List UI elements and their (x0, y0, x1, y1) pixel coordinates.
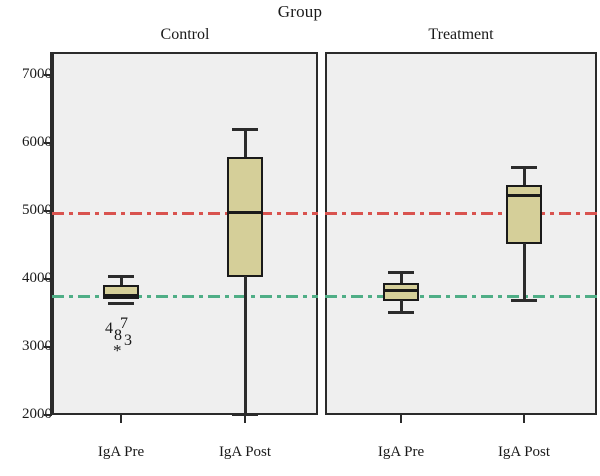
x-tick-mark-treatment-post (523, 415, 525, 423)
median-line (383, 289, 419, 292)
reference-line-green-control (52, 295, 318, 298)
whisker-upper-cap (388, 271, 414, 274)
outlier-label-8: 8 (114, 327, 122, 344)
median-line (227, 211, 263, 214)
whisker-lower-line (244, 276, 247, 415)
whisker-upper-line (120, 276, 123, 286)
y-tick-label-6000: 6000 (22, 134, 52, 150)
chart-title: Group (277, 2, 323, 21)
whisker-upper-cap (232, 128, 258, 131)
x-tick-mark-control-pre (120, 415, 122, 423)
x-tick-mark-control-post (244, 415, 246, 423)
whisker-upper-line (400, 272, 403, 284)
panel-control (52, 52, 318, 415)
whisker-upper-cap (108, 275, 134, 278)
y-tick-mark-6000 (44, 142, 52, 144)
y-tick-label-2000: 2000 (22, 406, 52, 422)
box (227, 157, 263, 277)
panel-treatment (325, 52, 597, 415)
y-tick-label-7000: 7000 (22, 66, 52, 82)
x-tick-label-treatment-pre: IgA Pre (377, 444, 425, 460)
x-tick-label-treatment-post: IgA Post (497, 444, 551, 460)
reference-line-red-treatment (325, 212, 597, 215)
y-tick-mark-3000 (44, 346, 52, 348)
whisker-lower-line (400, 300, 403, 312)
x-tick-mark-treatment-pre (400, 415, 402, 423)
outlier-label-4: 4 (105, 320, 113, 337)
whisker-lower-cap (108, 302, 134, 305)
reference-line-red-control (52, 212, 318, 215)
y-tick-mark-2000 (44, 414, 52, 416)
outlier-label-star: * (113, 341, 122, 360)
box (383, 283, 419, 301)
y-tick-label-5000: 5000 (22, 202, 52, 218)
whisker-upper-line (244, 129, 247, 159)
y-axis: 7000 6000 5000 4000 3000 2000 (0, 0, 52, 476)
y-tick-label-3000: 3000 (22, 338, 52, 354)
x-tick-label-control-pre: IgA Pre (97, 444, 145, 460)
whisker-lower-cap (388, 311, 414, 314)
whisker-upper-line (523, 167, 526, 186)
y-tick-mark-5000 (44, 210, 52, 212)
y-tick-label-4000: 4000 (22, 270, 52, 286)
whisker-lower-cap (511, 299, 537, 302)
whisker-upper-cap (511, 166, 537, 169)
outlier-label-3: 3 (124, 332, 132, 349)
median-line (506, 194, 542, 197)
outlier-label-7: 7 (120, 315, 128, 332)
y-tick-mark-4000 (44, 278, 52, 280)
median-line (103, 294, 139, 297)
y-axis-line (50, 52, 52, 415)
y-tick-mark-7000 (44, 74, 52, 76)
panel-title-treatment: Treatment (428, 26, 494, 43)
reference-line-green-treatment (325, 295, 597, 298)
panel-title-control: Control (160, 26, 210, 43)
x-tick-label-control-post: IgA Post (218, 444, 272, 460)
whisker-lower-cap (232, 413, 258, 416)
whisker-lower-line (523, 243, 526, 300)
